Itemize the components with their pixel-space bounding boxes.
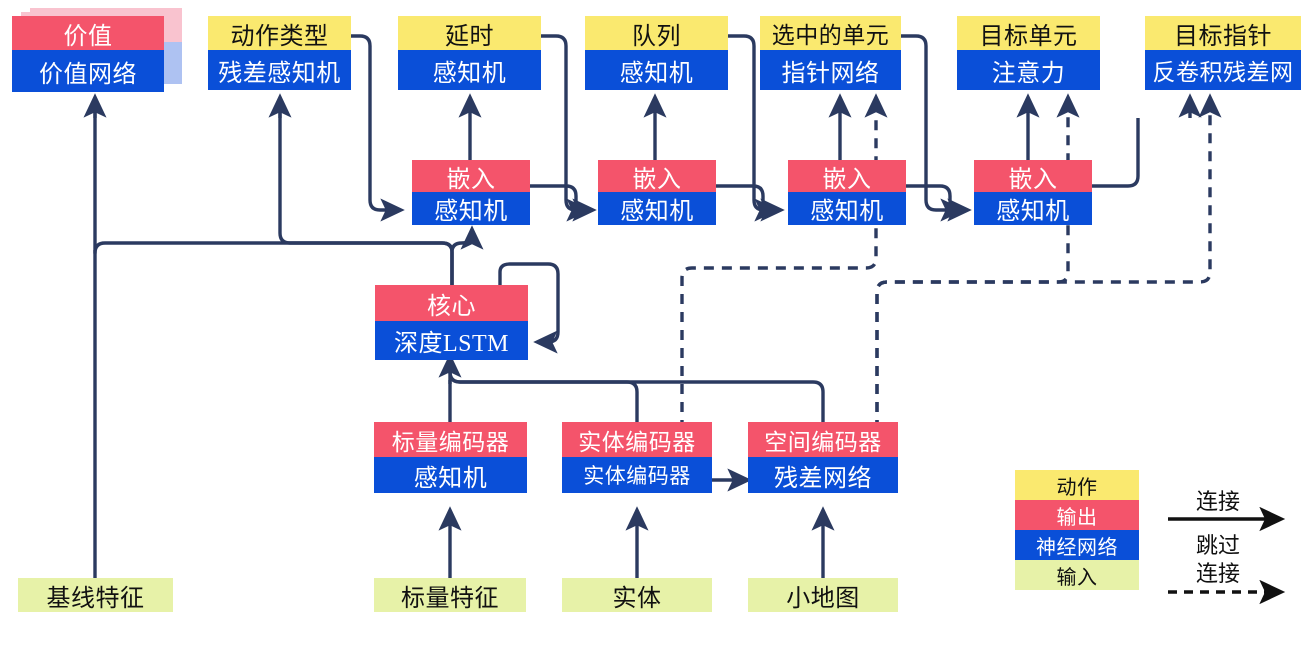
legend-label-skip-2: 连接 (1196, 561, 1241, 586)
encoder-spatial[interactable]: 空间编码器 残差网络 (748, 422, 898, 493)
head-action-type[interactable]: 动作类型 残差感知机 (208, 16, 351, 90)
embed-block-1[interactable]: 嵌入 感知机 (412, 160, 530, 225)
legend-swatch-input: 输入 (1015, 560, 1139, 590)
wire-selected-to-embed4 (900, 34, 965, 222)
embed-block-3-top: 嵌入 (788, 160, 906, 193)
input-minimap[interactable]: 小地图 (748, 578, 898, 612)
head-action-type-top: 动作类型 (208, 16, 351, 50)
wire-embed3-to-embed4 (905, 184, 972, 222)
encoder-entity[interactable]: 实体编码器 实体编码器 (562, 422, 712, 493)
embed-block-3-bottom: 感知机 (788, 192, 906, 225)
core-block[interactable]: 核心 深度LSTM (375, 285, 528, 360)
skip-spatial-to-targetunit (875, 93, 1080, 448)
legend-swatch-action: 动作 (1015, 470, 1139, 500)
legend-swatch-output: 输出 (1015, 500, 1139, 530)
head-delay-top: 延时 (398, 16, 541, 50)
wire-embed4-right-riser (1140, 120, 1197, 186)
embed-block-1-bottom: 感知机 (412, 192, 530, 225)
encoder-entity-top: 实体编码器 (562, 422, 712, 457)
head-action-type-bottom: 残差感知机 (208, 50, 351, 90)
wire-core-to-embed1-a (450, 231, 474, 285)
wire-embed2-to-embed3 (715, 184, 785, 222)
head-value-top: 价值 (12, 16, 164, 50)
head-target-point-top: 目标指针 (1145, 16, 1301, 50)
legend-swatch-network: 神经网络 (1015, 530, 1139, 560)
head-target-unit-top: 目标单元 (957, 16, 1100, 50)
head-target-point-bottom: 反卷积残差网 (1145, 50, 1301, 90)
legend-label-connection: 连接 (1196, 489, 1241, 514)
skip-entity-to-selected (680, 93, 888, 448)
input-entities[interactable]: 实体 (562, 578, 712, 612)
legend-swatches: 动作 输出 神经网络 输入 (1015, 470, 1139, 590)
encoder-spatial-top: 空间编码器 (748, 422, 898, 457)
embed-block-4-top: 嵌入 (974, 160, 1092, 193)
embed-block-4[interactable]: 嵌入 感知机 (974, 160, 1092, 225)
head-queue-top: 队列 (585, 16, 728, 50)
core-block-top: 核心 (375, 285, 528, 321)
head-target-point[interactable]: 目标指针 反卷积残差网 (1145, 16, 1301, 90)
head-value-bottom: 价值网络 (12, 50, 164, 92)
head-target-unit-bottom: 注意力 (957, 50, 1100, 90)
wire-delay-to-embed2 (540, 34, 591, 222)
head-target-unit[interactable]: 目标单元 注意力 (957, 16, 1100, 90)
wire-embed4-to-targetpoint (1090, 118, 1140, 188)
encoder-scalar[interactable]: 标量编码器 感知机 (374, 422, 527, 493)
head-delay-bottom: 感知机 (398, 50, 541, 90)
embed-block-2[interactable]: 嵌入 感知机 (598, 160, 716, 225)
embed-block-2-top: 嵌入 (598, 160, 716, 193)
head-delay[interactable]: 延时 感知机 (398, 16, 541, 90)
head-value[interactable]: 价值 价值网络 (12, 8, 182, 92)
head-selected-units-top: 选中的单元 (760, 16, 901, 50)
core-block-bottom: 深度LSTM (375, 321, 528, 360)
head-queue-bottom: 感知机 (585, 50, 728, 90)
input-scalar-features[interactable]: 标量特征 (374, 578, 526, 612)
embed-block-2-bottom: 感知机 (598, 192, 716, 225)
legend-label-skip-1: 跳过 (1196, 533, 1241, 558)
embed-block-3[interactable]: 嵌入 感知机 (788, 160, 906, 225)
input-baseline-features[interactable]: 基线特征 (18, 578, 173, 612)
encoder-spatial-bottom: 残差网络 (748, 457, 898, 493)
encoder-entity-bottom: 实体编码器 (562, 457, 712, 493)
head-selected-units[interactable]: 选中的单元 指针网络 (760, 16, 901, 90)
head-selected-units-bottom: 指针网络 (760, 50, 901, 90)
encoder-scalar-bottom: 感知机 (374, 457, 527, 493)
embed-block-1-top: 嵌入 (412, 160, 530, 193)
skip-spatial-to-targetpoint (875, 93, 1222, 448)
wire-actiontype-to-embed1 (345, 34, 405, 222)
wire-embed1-to-embed2 (530, 184, 597, 222)
head-queue[interactable]: 队列 感知机 (585, 16, 728, 90)
wire-core-to-value (93, 112, 454, 285)
embed-block-4-bottom: 感知机 (974, 192, 1092, 225)
encoder-scalar-top: 标量编码器 (374, 422, 527, 457)
